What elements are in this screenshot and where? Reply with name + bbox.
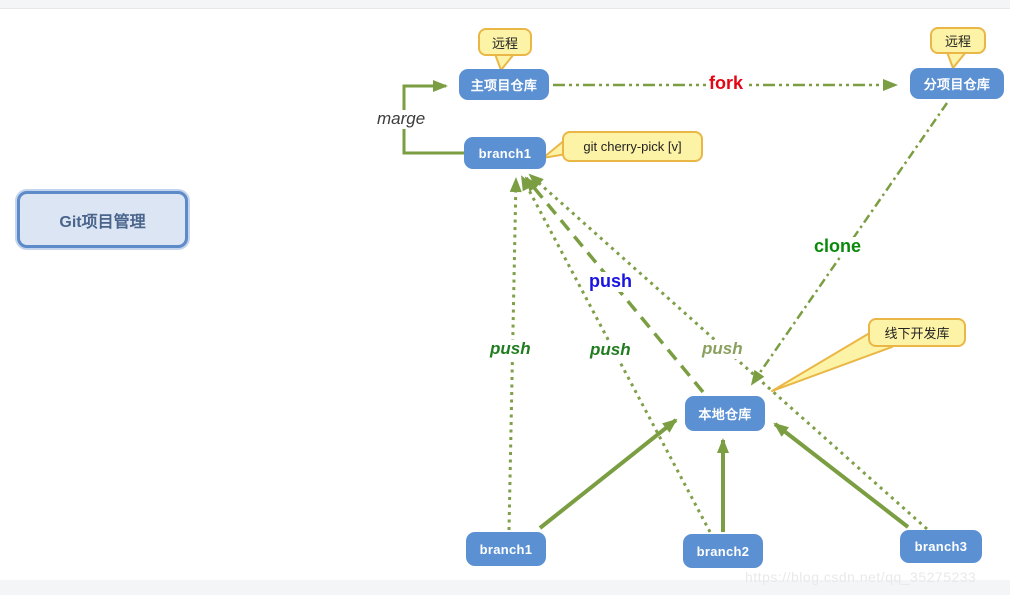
edge-push-branch3	[528, 173, 928, 531]
edge-label-marge: marge	[374, 109, 429, 129]
node-branch2-label: branch2	[696, 543, 750, 559]
node-branch3: branch3	[900, 530, 982, 563]
cherry-pick-callout: git cherry-pick [v]	[562, 131, 703, 162]
bottom-strip	[0, 580, 1010, 595]
top-strip	[0, 0, 1010, 9]
remote-fork-callout-label: 远程	[944, 34, 971, 49]
watermark-url: https://blog.csdn.net/qq_35275233	[745, 569, 977, 585]
node-branch1-top-label: branch1	[478, 145, 532, 161]
edge-label-push-branch3: push	[699, 339, 746, 359]
edge-branch1-local	[538, 418, 678, 530]
edge-label-push-local: push	[586, 271, 635, 292]
edge-push-branch1	[507, 177, 522, 531]
node-local-repo-label: 本地仓库	[698, 407, 752, 422]
diagram-title-box: Git项目管理	[17, 191, 188, 248]
offline-dev-callout: 线下开发库	[868, 318, 966, 347]
edge-label-push-branch1: push	[487, 339, 534, 359]
edge-label-push-branch2: push	[587, 340, 634, 360]
node-local-repo: 本地仓库	[685, 396, 765, 431]
node-fork-repo-label: 分项目仓库	[923, 77, 991, 92]
remote-main-callout-label: 远程	[491, 35, 518, 51]
node-branch3-label: branch3	[914, 539, 968, 554]
node-branch1-top: branch1	[464, 137, 546, 169]
offline-dev-callout-label: 线下开发库	[884, 326, 950, 341]
node-branch2: branch2	[683, 534, 763, 568]
node-branch1-bottom-label: branch1	[479, 541, 533, 557]
remote-fork-callout-tail	[946, 51, 967, 69]
remote-fork-callout: 远程	[930, 27, 986, 54]
cherry-pick-callout-label: git cherry-pick [v]	[583, 139, 682, 154]
remote-main-callout-tail	[494, 53, 515, 71]
diagram-title: Git项目管理	[59, 213, 146, 231]
node-main-repo-label: 主项目仓库	[470, 78, 538, 93]
remote-main-callout: 远程	[478, 28, 532, 56]
node-fork-repo: 分项目仓库	[910, 68, 1004, 99]
node-branch1-bottom: branch1	[466, 532, 546, 566]
edge-label-clone: clone	[811, 236, 865, 257]
edge-branch3-local	[773, 422, 910, 529]
node-main-repo: 主项目仓库	[459, 69, 549, 100]
edge-label-fork: fork	[706, 73, 747, 94]
